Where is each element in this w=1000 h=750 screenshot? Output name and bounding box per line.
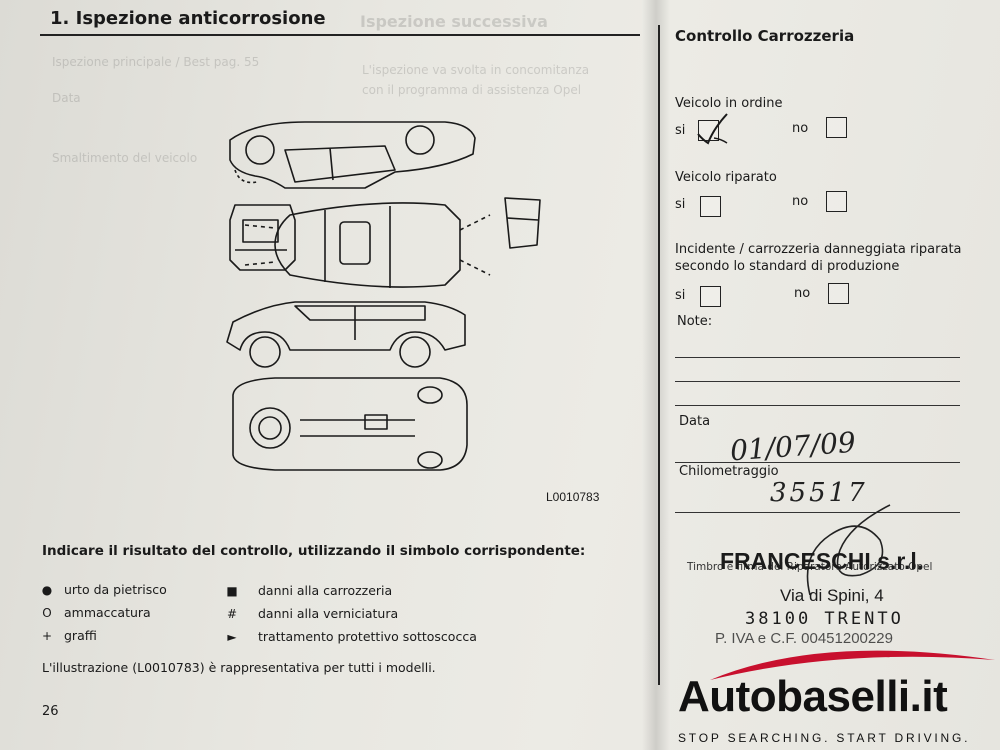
car-side-top-view [229,121,476,189]
km-line [675,512,960,513]
ghost-line: Ispezione principale / Best pag. 55 [52,55,260,69]
legend-label: danni alla verniciatura [258,606,399,621]
q3-label-line1: Incidente / carrozzeria danneggiata ripa… [675,242,962,257]
car-underbody-view [232,377,468,471]
dealer-stamp-city: 38100 TRENTO [745,609,904,629]
date-line [675,462,960,463]
q3-no-checkbox[interactable] [828,283,849,304]
legend-label: ammaccatura [64,605,151,620]
q1-no-label: no [792,121,809,136]
legend-label: danni alla carrozzeria [258,583,393,598]
car-top-view [244,202,491,288]
q2-yes-label: si [675,197,686,212]
q2-no-label: no [792,194,809,209]
q3-yes-label: si [675,288,686,303]
q3-yes-checkbox[interactable] [700,286,721,307]
legend-symbol: + [41,629,53,643]
q2-no-checkbox[interactable] [826,191,847,212]
notes-label: Note: [677,314,713,329]
stamp-label: Timbro e firma del Riparatore Autorizzat… [687,561,933,573]
section-title: 1. Ispezione anticorrosione [50,8,326,29]
legend-symbol: ● [41,583,53,597]
illustration-note: L'illustrazione (L0010783) è rappresenta… [42,660,436,675]
page-number: 26 [42,704,59,719]
q3-label-line2: secondo lo standard di produzione [675,259,900,274]
q3-no-label: no [794,286,811,301]
title-divider [40,34,640,36]
page-fold-shadow [642,0,670,750]
legend-symbol: ► [227,630,237,644]
car-side-view [226,301,466,368]
ghost-line: Ispezione successiva [360,12,548,31]
q2-label: Veicolo riparato [675,170,777,185]
ghost-text-block: L'ispezione va svolta in concomitanza co… [362,60,632,100]
notes-line [675,381,960,382]
legend-symbol: O [42,606,52,620]
notes-line [675,405,960,406]
q1-no-checkbox[interactable] [826,117,847,138]
ghost-text-block: Ispezione successiva [360,12,640,32]
notes-line [675,357,960,358]
column-divider [658,25,660,685]
car-front-view [229,204,296,271]
brand-tagline: STOP SEARCHING. START DRIVING. [678,731,971,745]
signature-scribble [806,504,891,596]
ghost-text-block: Ispezione principale / Best pag. 55 Data… [52,52,272,168]
legend-title: Indicare il risultato del controllo, uti… [42,543,586,559]
dealer-stamp-street: Via di Spini, 4 [780,586,884,605]
legend-label: graffi [64,628,97,643]
diagram-code: L0010783 [546,490,600,504]
brand-watermark: Autobaselli.it [678,672,948,721]
control-title: Controllo Carrozzeria [675,27,855,45]
car-inspection-diagram [226,121,541,471]
q1-yes-label: si [675,123,686,138]
brand-swoosh-icon [710,650,995,680]
ghost-line: con il programma di assistenza Opel [362,83,582,97]
ghost-line: Data [52,91,81,105]
q2-yes-checkbox[interactable] [700,196,721,217]
legend-label: trattamento protettivo sottoscocca [258,629,477,644]
dealer-stamp-name: FRANCESCHI s.r.l. [720,548,924,574]
ghost-line: L'ispezione va svolta in concomitanza [362,63,590,77]
date-label: Data [679,414,711,429]
car-rear-view [504,197,541,249]
km-label: Chilometraggio [679,464,779,479]
legend-symbol: ■ [226,584,238,598]
legend-label: urto da pietrisco [64,582,167,597]
dealer-stamp-vat: P. IVA e C.F. 00451200229 [715,630,893,647]
ghost-line: Smaltimento del veicolo [52,151,198,165]
checkmark-icon [697,113,728,145]
q1-label: Veicolo in ordine [675,96,783,111]
km-value-handwritten[interactable]: 35517 [770,478,868,508]
legend-symbol: # [226,607,238,621]
